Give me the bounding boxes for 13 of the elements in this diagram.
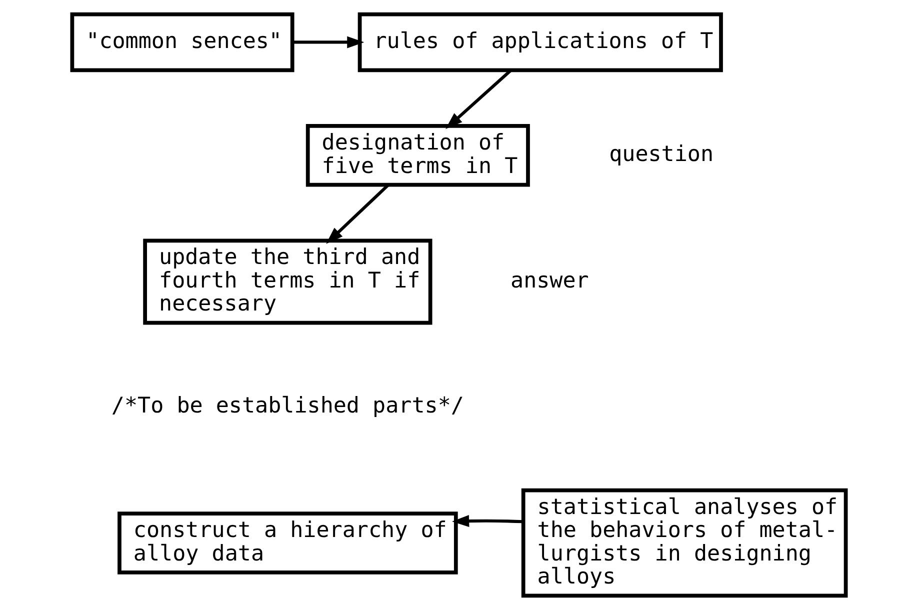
- node-box: "common sences": [70, 12, 294, 72]
- label: answer: [510, 268, 588, 294]
- label: /*To be established parts*/: [110, 393, 464, 418]
- node-box: designation of five terms in T: [305, 124, 530, 187]
- arrow: [292, 36, 364, 48]
- node-box: update the third and fourth terms in T if necessary: [142, 238, 432, 325]
- arrow: [451, 515, 523, 527]
- node-box: construct a hierarchy of alloy data: [117, 512, 458, 574]
- arrow: [445, 69, 512, 130]
- node-box: statistical analyses of the behaviors of metal- lurgists in designing alloys: [520, 488, 848, 598]
- label: question: [608, 142, 714, 168]
- node-box: rules of applications of T: [357, 12, 722, 72]
- arrow: [326, 184, 389, 244]
